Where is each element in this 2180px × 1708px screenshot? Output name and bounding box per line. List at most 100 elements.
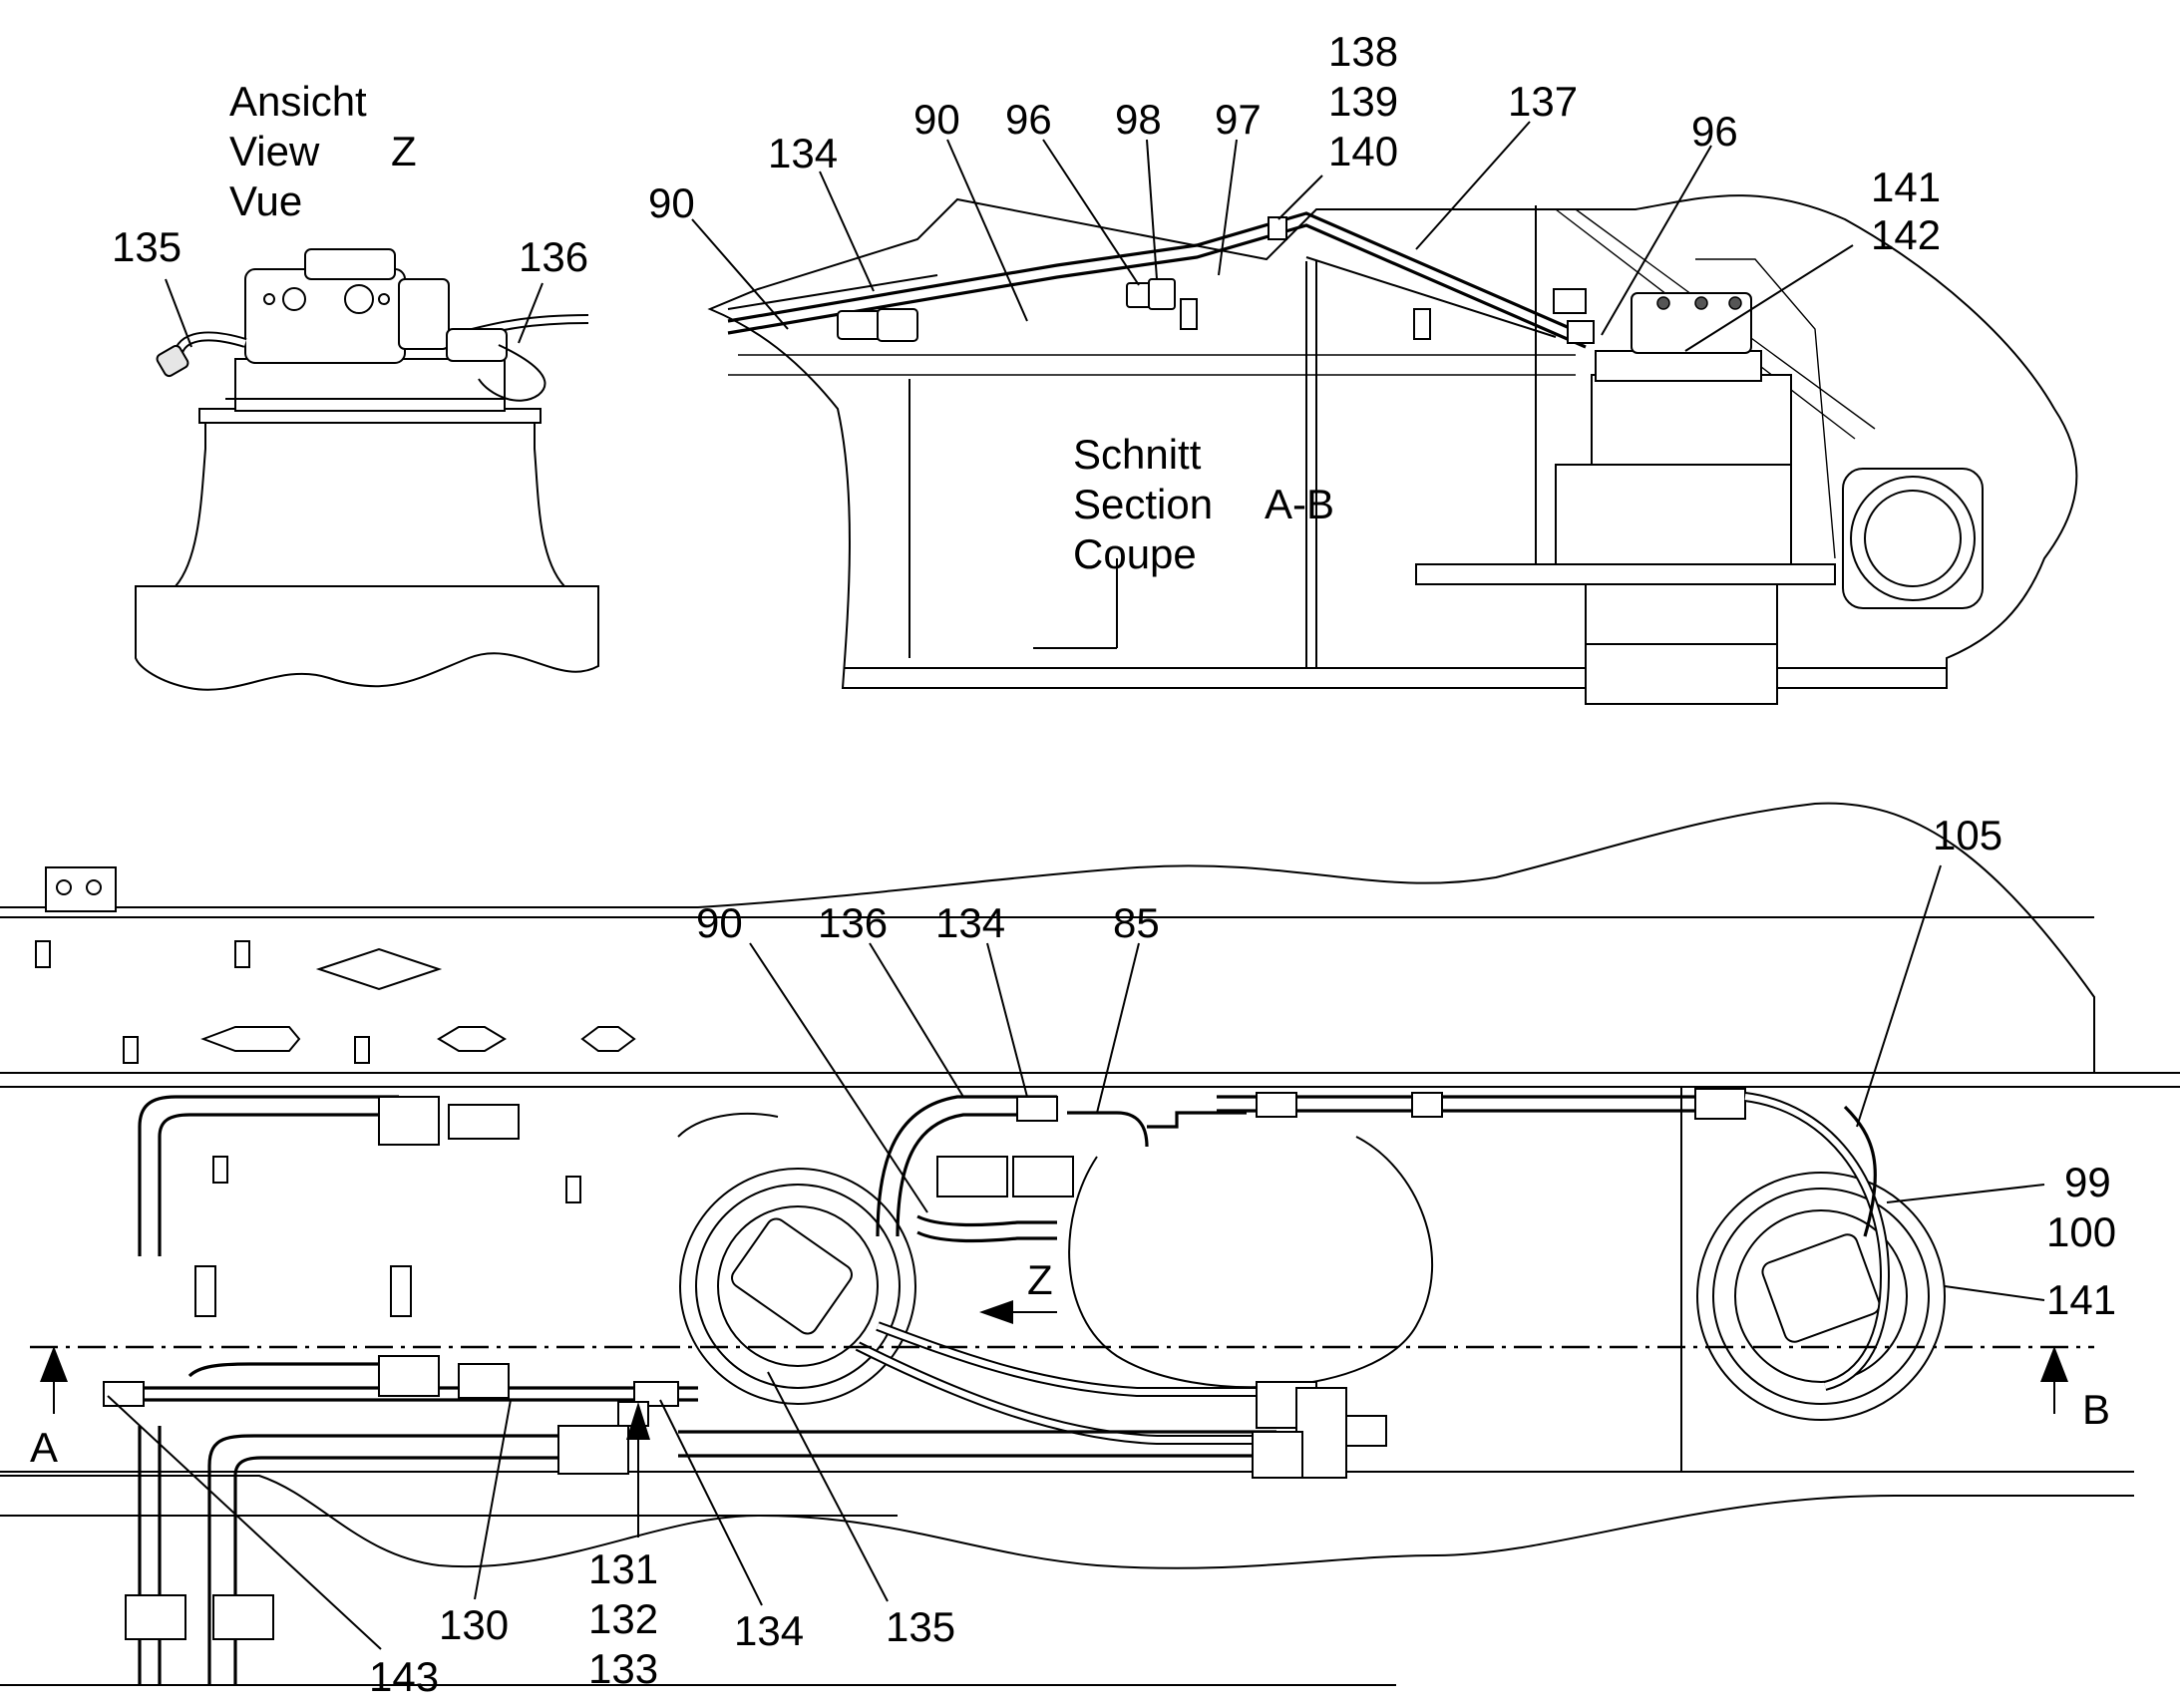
- plan-callout-132: 132: [588, 1595, 658, 1642]
- section-ab-valve-port-1: [1656, 296, 1670, 310]
- plan-fitting-143: [103, 1381, 145, 1407]
- plan-marker-a-arrow: [40, 1346, 68, 1382]
- plan-frame-top-wave: [0, 802, 2095, 1073]
- plan-callout-134: 134: [935, 899, 1005, 946]
- section-ab-leader-138: [1277, 174, 1323, 220]
- plan-leader-135: [767, 1371, 889, 1602]
- section-ab-callout-90: 90: [648, 179, 695, 226]
- plan-plate-12: [315, 947, 443, 991]
- section-ab-fitting-96b: [1553, 288, 1587, 314]
- plan-center-bulge: [1068, 1136, 1433, 1389]
- plan-left-motor-valve: [731, 1217, 853, 1335]
- plan-right-motor-outer: [1696, 1172, 1946, 1421]
- plan-plate-10: [437, 1026, 507, 1052]
- section-ab-leader-98: [1146, 139, 1158, 280]
- section-ab-valve-port-3: [1728, 296, 1742, 310]
- section-ab-callout-97: 97: [1215, 96, 1262, 143]
- section-ab-callout-140: 140: [1328, 128, 1398, 174]
- view-z-valve-body: [234, 358, 506, 412]
- plan-left-pipe-7: [187, 1362, 399, 1378]
- view-z-detail: Ansicht View Vue Z 135 136: [112, 78, 599, 691]
- plan-view-detail: A B Z 90 136 134 85 105 99 100 141 143 1…: [0, 802, 2180, 1700]
- view-z-side-block: [398, 278, 450, 350]
- section-ab-leader-96b: [1601, 145, 1712, 336]
- view-z-fitting-136: [446, 328, 508, 362]
- view-z-manifold: [244, 268, 406, 364]
- view-z-port-1: [282, 287, 306, 311]
- section-ab-callout-137: 137: [1508, 78, 1578, 125]
- plan-fitting-134: [1016, 1096, 1058, 1122]
- plan-leader-85: [1096, 942, 1140, 1114]
- section-ab-leader-134: [819, 171, 875, 292]
- plan-plate-5: [212, 1156, 228, 1184]
- section-ab-callout-98: 98: [1115, 96, 1162, 143]
- section-ab-boss-ring: [1850, 476, 1976, 601]
- plan-hose-85: [1067, 1111, 1149, 1148]
- plan-bracket-hole-2: [86, 879, 102, 895]
- view-z-leader-136: [518, 282, 544, 344]
- plan-hose-fitting-3: [1694, 1088, 1746, 1120]
- plan-plate-2: [234, 940, 250, 968]
- plan-hose-105: [1843, 1105, 1877, 1237]
- section-ab-callout-141: 141: [1871, 164, 1941, 210]
- view-z-fitting-135: [156, 344, 189, 378]
- section-ab-leader-90: [691, 218, 789, 330]
- section-ab-motor-upper: [1591, 374, 1792, 466]
- plan-callout-135: 135: [886, 1603, 955, 1650]
- plan-right-motor-body: [1734, 1209, 1908, 1383]
- section-ab-boss-plate: [1842, 468, 1984, 609]
- plan-left-pipe-6: [233, 1456, 558, 1685]
- section-ab-valve-base: [1595, 350, 1762, 382]
- plan-marker-a: A: [30, 1424, 58, 1471]
- plan-left-motor-body: [717, 1205, 879, 1367]
- section-ab-motor-lower: [1585, 583, 1778, 645]
- plan-lower-block-2: [1295, 1387, 1347, 1479]
- section-ab-pipe-97: [727, 223, 1587, 349]
- section-ab-title-line-3: Coupe: [1073, 530, 1197, 577]
- section-ab-leader-96a: [1042, 139, 1140, 286]
- plan-callout-131: 131: [588, 1545, 658, 1592]
- plan-left-motor-arc: [677, 1112, 779, 1138]
- plan-right-motor-valve: [1761, 1233, 1881, 1343]
- view-z-title-line-1: Ansicht: [229, 78, 367, 125]
- view-z-callout-136: 136: [519, 233, 588, 280]
- plan-leader-131-arrow: [626, 1402, 650, 1440]
- plan-hose-90: [916, 1214, 1057, 1227]
- plan-callout-100: 100: [2046, 1208, 2116, 1255]
- section-ab-callout-138: 138: [1328, 28, 1398, 75]
- section-ab-pipe-upper: [727, 274, 938, 310]
- section-ab-clamp-138: [1268, 216, 1287, 240]
- plan-leader-134: [986, 942, 1028, 1098]
- plan-left-motor-outer: [679, 1168, 916, 1405]
- section-ab-valve-port-2: [1694, 296, 1708, 310]
- plan-left-fitting-2: [448, 1104, 520, 1140]
- plan-bottom-bracket-2: [212, 1594, 274, 1640]
- section-ab-pipe-90: [727, 211, 1587, 337]
- plan-hose-85-b: [1147, 1111, 1247, 1129]
- plan-plate-9: [200, 1026, 301, 1052]
- plan-leader-99: [1886, 1184, 2045, 1203]
- section-ab-boss-bore: [1864, 490, 1962, 587]
- plan-left-box: [557, 1425, 629, 1475]
- section-ab-motor-mid: [1555, 464, 1792, 565]
- plan-plate-4: [354, 1036, 370, 1064]
- plan-plate-3: [123, 1036, 139, 1064]
- plan-hose-fitting-2: [1411, 1092, 1443, 1118]
- plan-leader-105: [1856, 864, 1942, 1128]
- plan-hose-136-b: [896, 1113, 1057, 1237]
- section-ab-leader-137: [1415, 121, 1531, 250]
- view-z-base-plate: [135, 585, 599, 691]
- plan-view-z-arrow: [979, 1300, 1013, 1324]
- view-z-callout-135: 135: [112, 223, 182, 270]
- plan-left-pipe-5: [207, 1434, 558, 1685]
- plan-bracket-hole-1: [56, 879, 72, 895]
- plan-callout-136: 136: [818, 899, 888, 946]
- plan-leader-90: [749, 942, 928, 1213]
- section-ab-frame-outline: [707, 194, 2078, 689]
- section-ab-clamp-141: [1567, 320, 1595, 344]
- plan-left-pipe-2: [158, 1113, 399, 1256]
- section-ab-pipe-137-lower: [1305, 256, 1557, 338]
- plan-callout-85: 85: [1113, 899, 1160, 946]
- plan-bottom-bracket-1: [125, 1594, 186, 1640]
